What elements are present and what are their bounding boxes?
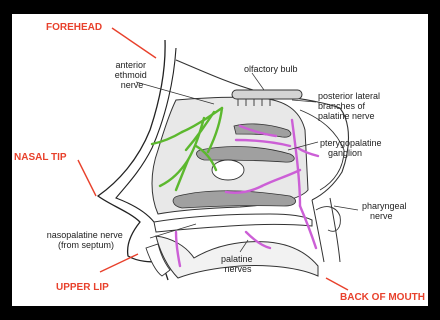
label-nasopalatine-nerve: nasopalatine nerve (from septum)	[47, 230, 126, 250]
label-palatine-nerves: palatine nerves	[221, 254, 255, 274]
label-forehead: FOREHEAD	[46, 22, 102, 33]
label-back-of-mouth: BACK OF MOUTH	[340, 292, 425, 303]
label-nasal-tip: NASAL TIP	[14, 152, 67, 163]
olfactory-bulb	[232, 90, 302, 99]
label-olfactory-bulb: olfactory bulb	[244, 64, 298, 74]
label-upper-lip: UPPER LIP	[56, 282, 109, 293]
